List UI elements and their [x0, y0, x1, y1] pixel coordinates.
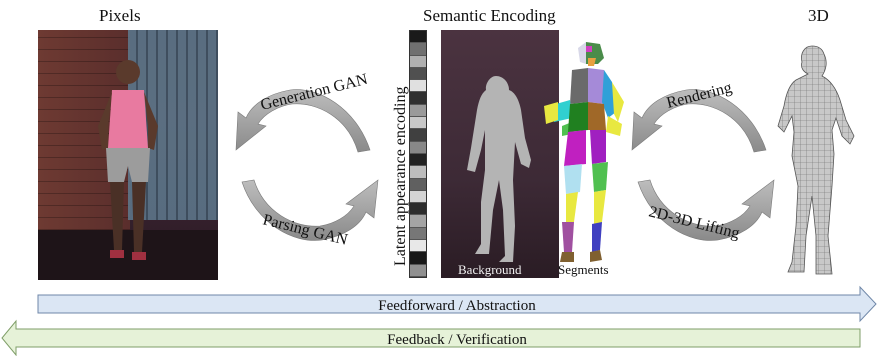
encoding-cell [410, 178, 426, 191]
three-d-title: 3D [808, 6, 829, 25]
encoding-cell [410, 104, 426, 118]
pixels-title: Pixels [99, 6, 141, 25]
encoding-cell [410, 203, 426, 216]
segments-label: Segments [558, 262, 609, 277]
gray-silhouette [467, 76, 531, 262]
encoding-cell [410, 215, 426, 228]
feedforward-arrow [37, 285, 877, 323]
parsing-gan-label: Parsing GAN [261, 211, 350, 249]
encoding-cell [410, 117, 426, 130]
encoding-cell [410, 227, 426, 241]
latent-encoding-bar [409, 30, 427, 278]
rendering-arrow [631, 89, 767, 153]
input-photo [38, 30, 218, 280]
encoding-cell [410, 190, 426, 204]
segments-figure [544, 42, 624, 262]
encoding-cell [410, 92, 426, 105]
encoding-cell [410, 31, 426, 44]
feedback-arrow [1, 319, 861, 356]
encoding-cell [410, 67, 426, 81]
encoding-cell [410, 252, 426, 265]
encoding-cell [410, 240, 426, 253]
encoding-cell [410, 129, 426, 142]
mesh-body [777, 45, 855, 275]
encoding-cell [410, 80, 426, 93]
encoding-cell [410, 55, 426, 68]
background-label: Background [458, 262, 522, 277]
semantic-encoding-title: Semantic Encoding [423, 6, 556, 25]
encoding-cell [410, 43, 426, 56]
generation-gan-label: Generation GAN [259, 71, 370, 114]
encoding-cell [410, 141, 426, 154]
mesh-figure [777, 45, 855, 275]
feedback-label: Feedback / Verification [387, 332, 527, 348]
person-photo-figure [98, 60, 158, 260]
lifting-arrow [637, 179, 775, 241]
feedforward-label: Feedforward / Abstraction [378, 298, 536, 314]
encoding-cell [410, 264, 426, 277]
stage-floor [38, 230, 218, 280]
silhouette-svg [467, 76, 531, 262]
generation-arrow [235, 89, 371, 153]
parsing-arrow [241, 179, 379, 241]
encoding-cell [410, 153, 426, 167]
encoding-label-wrap: Latent appearance encoding [392, 87, 409, 266]
encoding-cell [410, 166, 426, 179]
latent-encoding-label: Latent appearance encoding [392, 87, 409, 266]
